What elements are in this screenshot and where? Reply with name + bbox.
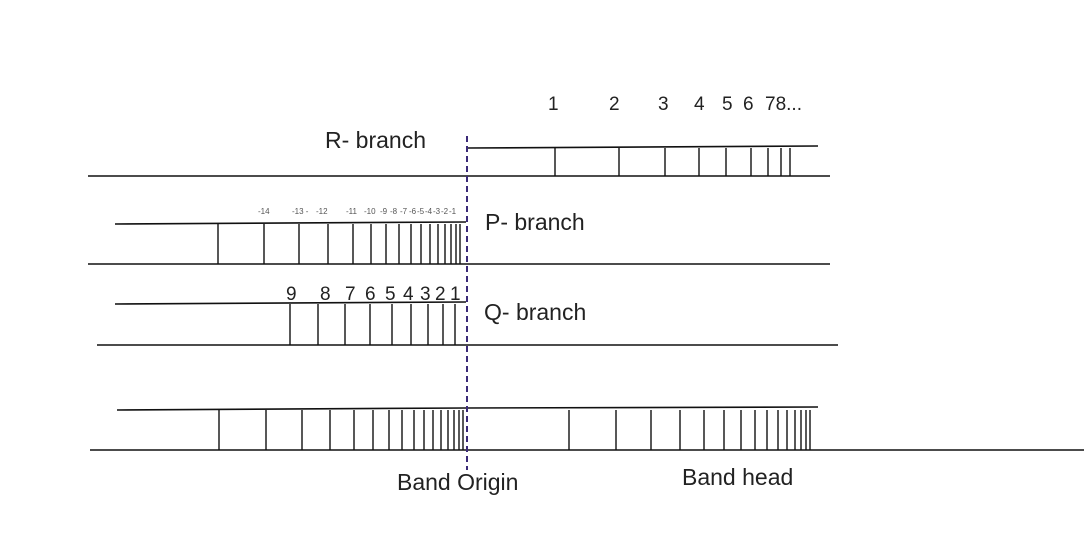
combined-topline-left <box>116 407 467 411</box>
p-topline <box>114 221 467 225</box>
q-number: 5 <box>385 284 396 305</box>
p-number: -2 <box>441 207 449 216</box>
p-number: -10 <box>364 207 376 216</box>
band-origin-label: Band Origin <box>397 469 518 495</box>
r-number: 2 <box>609 94 620 115</box>
p-branch-row: P- branch -14 -13 - -12 -11 -10 -9 -8 -7… <box>88 207 830 265</box>
p-number: -8 <box>390 207 398 216</box>
q-number: 7 <box>345 284 356 305</box>
r-number: 78... <box>765 94 802 115</box>
q-branch-row: Q- branch 9 8 7 6 5 4 3 2 1 <box>97 284 838 346</box>
p-ticks <box>217 224 461 264</box>
combined-band-row: Band Origin Band head <box>90 406 1084 495</box>
r-topline <box>467 145 819 149</box>
combined-ticks <box>218 410 811 450</box>
p-number: -4 <box>425 207 433 216</box>
p-number: -7 <box>400 207 408 216</box>
q-branch-label: Q- branch <box>484 299 586 325</box>
p-number: -1 <box>449 207 457 216</box>
p-number: -6 <box>409 207 417 216</box>
p-number: -11 <box>346 207 358 216</box>
r-branch-label: R- branch <box>325 127 426 153</box>
r-number: 3 <box>658 94 669 115</box>
r-number: 1 <box>548 94 559 115</box>
q-topline <box>114 301 467 305</box>
r-number: 6 <box>743 94 754 115</box>
q-number: 9 <box>286 284 297 305</box>
p-branch-label: P- branch <box>485 209 585 235</box>
q-ticks <box>289 304 456 345</box>
q-number: 6 <box>365 284 376 305</box>
r-branch-row: R- branch 1 2 3 4 5 6 78... <box>88 94 830 177</box>
r-number: 4 <box>694 94 705 115</box>
band-head-label: Band head <box>682 464 793 490</box>
r-ticks <box>554 148 791 176</box>
p-number: -13 - <box>292 207 309 216</box>
combined-topline-right <box>465 406 819 409</box>
q-number: 8 <box>320 284 331 305</box>
q-number: 3 <box>420 284 431 305</box>
r-number: 5 <box>722 94 733 115</box>
p-number: -9 <box>380 207 388 216</box>
q-number: 1 <box>450 284 461 305</box>
p-number: -14 <box>258 207 270 216</box>
p-number: -5 <box>417 207 425 216</box>
p-number: -3 <box>433 207 441 216</box>
q-number: 2 <box>435 284 446 305</box>
p-number: -12 <box>316 207 328 216</box>
q-number: 4 <box>403 284 414 305</box>
